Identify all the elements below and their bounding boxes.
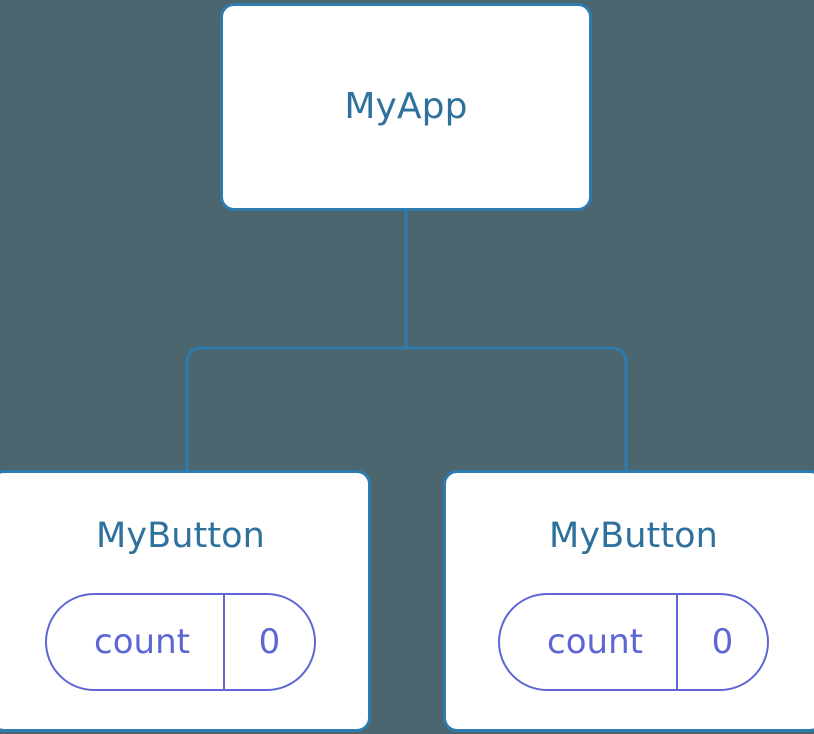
node-mybutton-2[interactable]: MyButton count 0 <box>443 470 814 732</box>
node-myapp[interactable]: MyApp <box>220 3 592 211</box>
state-key: count <box>547 622 643 662</box>
node-label: MyApp <box>344 86 468 127</box>
node-mybutton-1[interactable]: MyButton count 0 <box>0 470 371 732</box>
state-value: 0 <box>676 595 767 689</box>
node-label: MyButton <box>96 516 265 556</box>
state-key: count <box>94 622 190 662</box>
edge-branch-right <box>406 346 628 472</box>
node-label: MyButton <box>549 516 718 556</box>
edge-branch-left <box>185 346 406 472</box>
state-value: 0 <box>223 595 314 689</box>
state-pill[interactable]: count 0 <box>45 593 316 691</box>
state-pill[interactable]: count 0 <box>498 593 769 691</box>
